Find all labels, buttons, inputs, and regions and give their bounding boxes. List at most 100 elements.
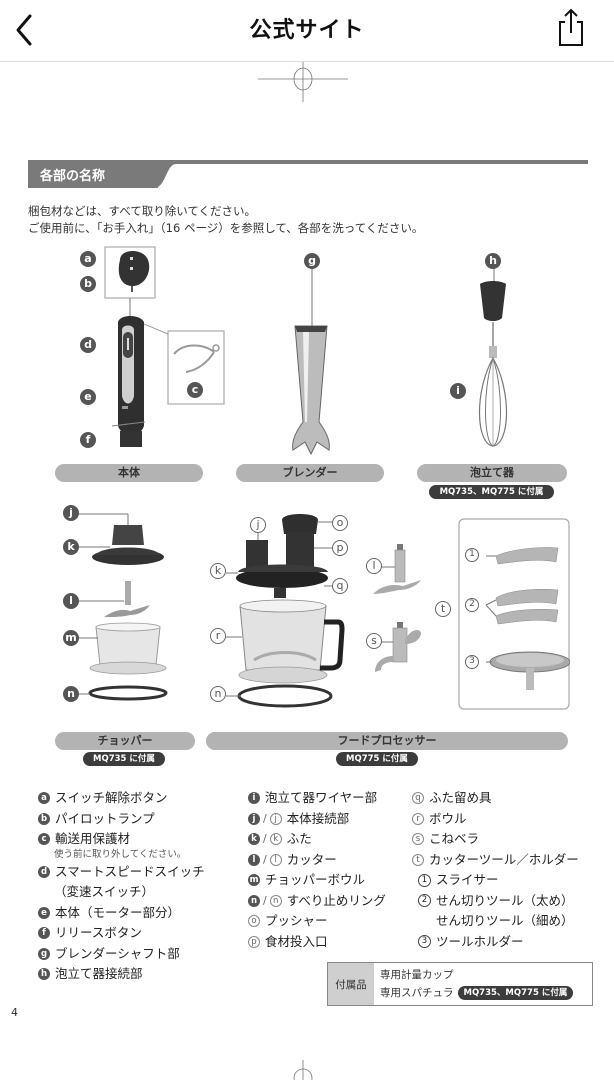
callout-i: i: [450, 383, 466, 399]
badge-a: a: [38, 792, 50, 805]
intro-line-1: 梱包材などは、すべて取り除いてください。: [28, 204, 257, 218]
section-title: 各部の名称: [40, 169, 106, 184]
caption-blender: ブレンダー: [236, 464, 384, 482]
callout-k-processor: k: [210, 563, 226, 579]
caption-body: 本体: [55, 464, 203, 482]
callout-e: e: [80, 389, 96, 405]
badge-2: 2: [418, 894, 431, 908]
caption-chopper: チョッパー: [55, 732, 195, 750]
legend-note-c: 使う前に取り外してください。: [54, 848, 187, 860]
callout-j-chopper: j: [63, 505, 79, 521]
accessory-measuring-cup: 専用計量カップ: [380, 969, 454, 981]
intro-line-2: ご使用前に、「お手入れ」（16 ページ）を参照して、各部を洗ってください。: [28, 221, 424, 235]
section-header: 各部の名称: [28, 160, 588, 188]
badge-k: k: [248, 833, 260, 846]
callout-l-processor: l: [366, 558, 382, 574]
badge-p: p: [248, 935, 260, 948]
callout-j-processor: j: [250, 517, 266, 533]
accessories-box: 付属品 専用計量カップ 専用スパチュラ MQ735、MQ775 に付属: [327, 962, 593, 1006]
chopper-illustration: [72, 513, 168, 701]
badge-j-outline: j: [269, 812, 282, 825]
callout-tool-3: 3: [465, 655, 479, 669]
badge-3: 3: [418, 935, 431, 949]
callout-o: o: [332, 515, 348, 531]
badge-n: n: [248, 894, 260, 907]
back-button[interactable]: [8, 8, 44, 48]
callout-n-processor: n: [210, 686, 226, 702]
callout-d: d: [80, 337, 96, 353]
blender-shaft-illustration: [292, 262, 330, 456]
callout-q: q: [332, 578, 348, 594]
page-number: 4: [11, 1006, 18, 1019]
chopper-model-tag: MQ735 に付属: [83, 752, 165, 766]
callout-t: t: [435, 601, 451, 617]
cutter-tools-box: [458, 518, 570, 710]
share-button[interactable]: [554, 6, 588, 48]
legend-item-d-cont: （変速スイッチ）: [54, 884, 155, 899]
badge-t: t: [412, 853, 424, 866]
badge-m: m: [248, 874, 260, 887]
callout-k-chopper: k: [63, 539, 79, 555]
callout-tool-2: 2: [465, 598, 479, 612]
badge-s: s: [412, 833, 424, 846]
whisk-model-tag: MQ735、MQ775 に付属: [429, 485, 554, 499]
accessory-spatula: 専用スパチュラ MQ735、MQ775 に付属: [380, 984, 574, 1002]
badge-d: d: [38, 865, 50, 878]
callout-s: s: [366, 633, 382, 649]
callout-n-chopper: n: [63, 686, 79, 702]
callout-m: m: [63, 630, 79, 646]
badge-g: g: [38, 947, 50, 960]
page-title: 公式サイト: [249, 18, 365, 43]
legend-item-2b: せん切りツール（細め）: [436, 913, 574, 928]
callout-a: a: [80, 251, 96, 267]
registration-mark-top: [258, 62, 348, 102]
callout-g: g: [304, 253, 320, 269]
motor-body-illustration: [104, 246, 225, 447]
whisk-illustration: [478, 262, 508, 447]
registration-mark-bottom: [293, 1060, 313, 1080]
badge-q: q: [412, 792, 424, 805]
badge-e: e: [38, 906, 50, 919]
share-icon: [559, 8, 583, 46]
callout-l-chopper: l: [63, 593, 79, 609]
badge-f: f: [38, 927, 50, 940]
callout-r: r: [210, 628, 226, 644]
spatula-model-tag: MQ735、MQ775 に付属: [457, 986, 574, 1000]
chevron-left-icon: [16, 14, 32, 46]
badge-r: r: [412, 812, 424, 825]
caption-whisk: 泡立て器: [417, 464, 567, 482]
food-processor-model-tag: MQ775 に付属: [336, 752, 418, 766]
badge-l-outline: l: [269, 853, 282, 866]
callout-tool-1: 1: [465, 548, 479, 562]
badge-k-outline: k: [269, 833, 282, 846]
intro-text: 梱包材などは、すべて取り除いてください。 ご使用前に、「お手入れ」（16 ページ…: [28, 203, 423, 237]
badge-b: b: [38, 812, 50, 825]
callout-b: b: [80, 276, 96, 292]
badge-j: j: [248, 812, 260, 825]
badge-c: c: [38, 833, 50, 846]
badge-o: o: [248, 915, 260, 928]
callout-p: p: [332, 540, 348, 556]
